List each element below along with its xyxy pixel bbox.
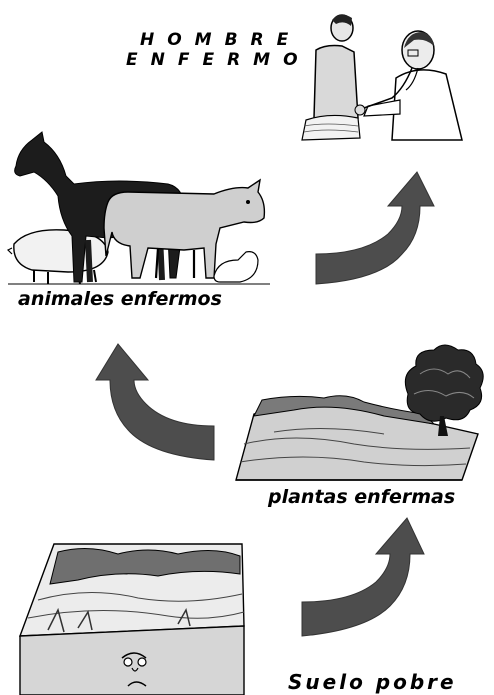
arrow-plants-to-animals — [95, 343, 215, 461]
arrow-animals-to-man — [315, 171, 435, 285]
doctor-patient-illustration — [301, 14, 463, 141]
animals-label: animales enfermos — [18, 288, 222, 310]
hillside-tree-illustration — [235, 344, 484, 481]
poor-soil-illustration — [18, 543, 245, 695]
title-hombre: HOMBRE — [140, 30, 302, 50]
soil-label: Suelo pobre — [288, 670, 457, 694]
title-enfermo: ENFERMO — [126, 50, 311, 70]
plants-label: plantas enfermas — [268, 486, 456, 508]
farm-animals-illustration — [6, 131, 270, 285]
arrow-soil-to-plants — [301, 517, 425, 637]
